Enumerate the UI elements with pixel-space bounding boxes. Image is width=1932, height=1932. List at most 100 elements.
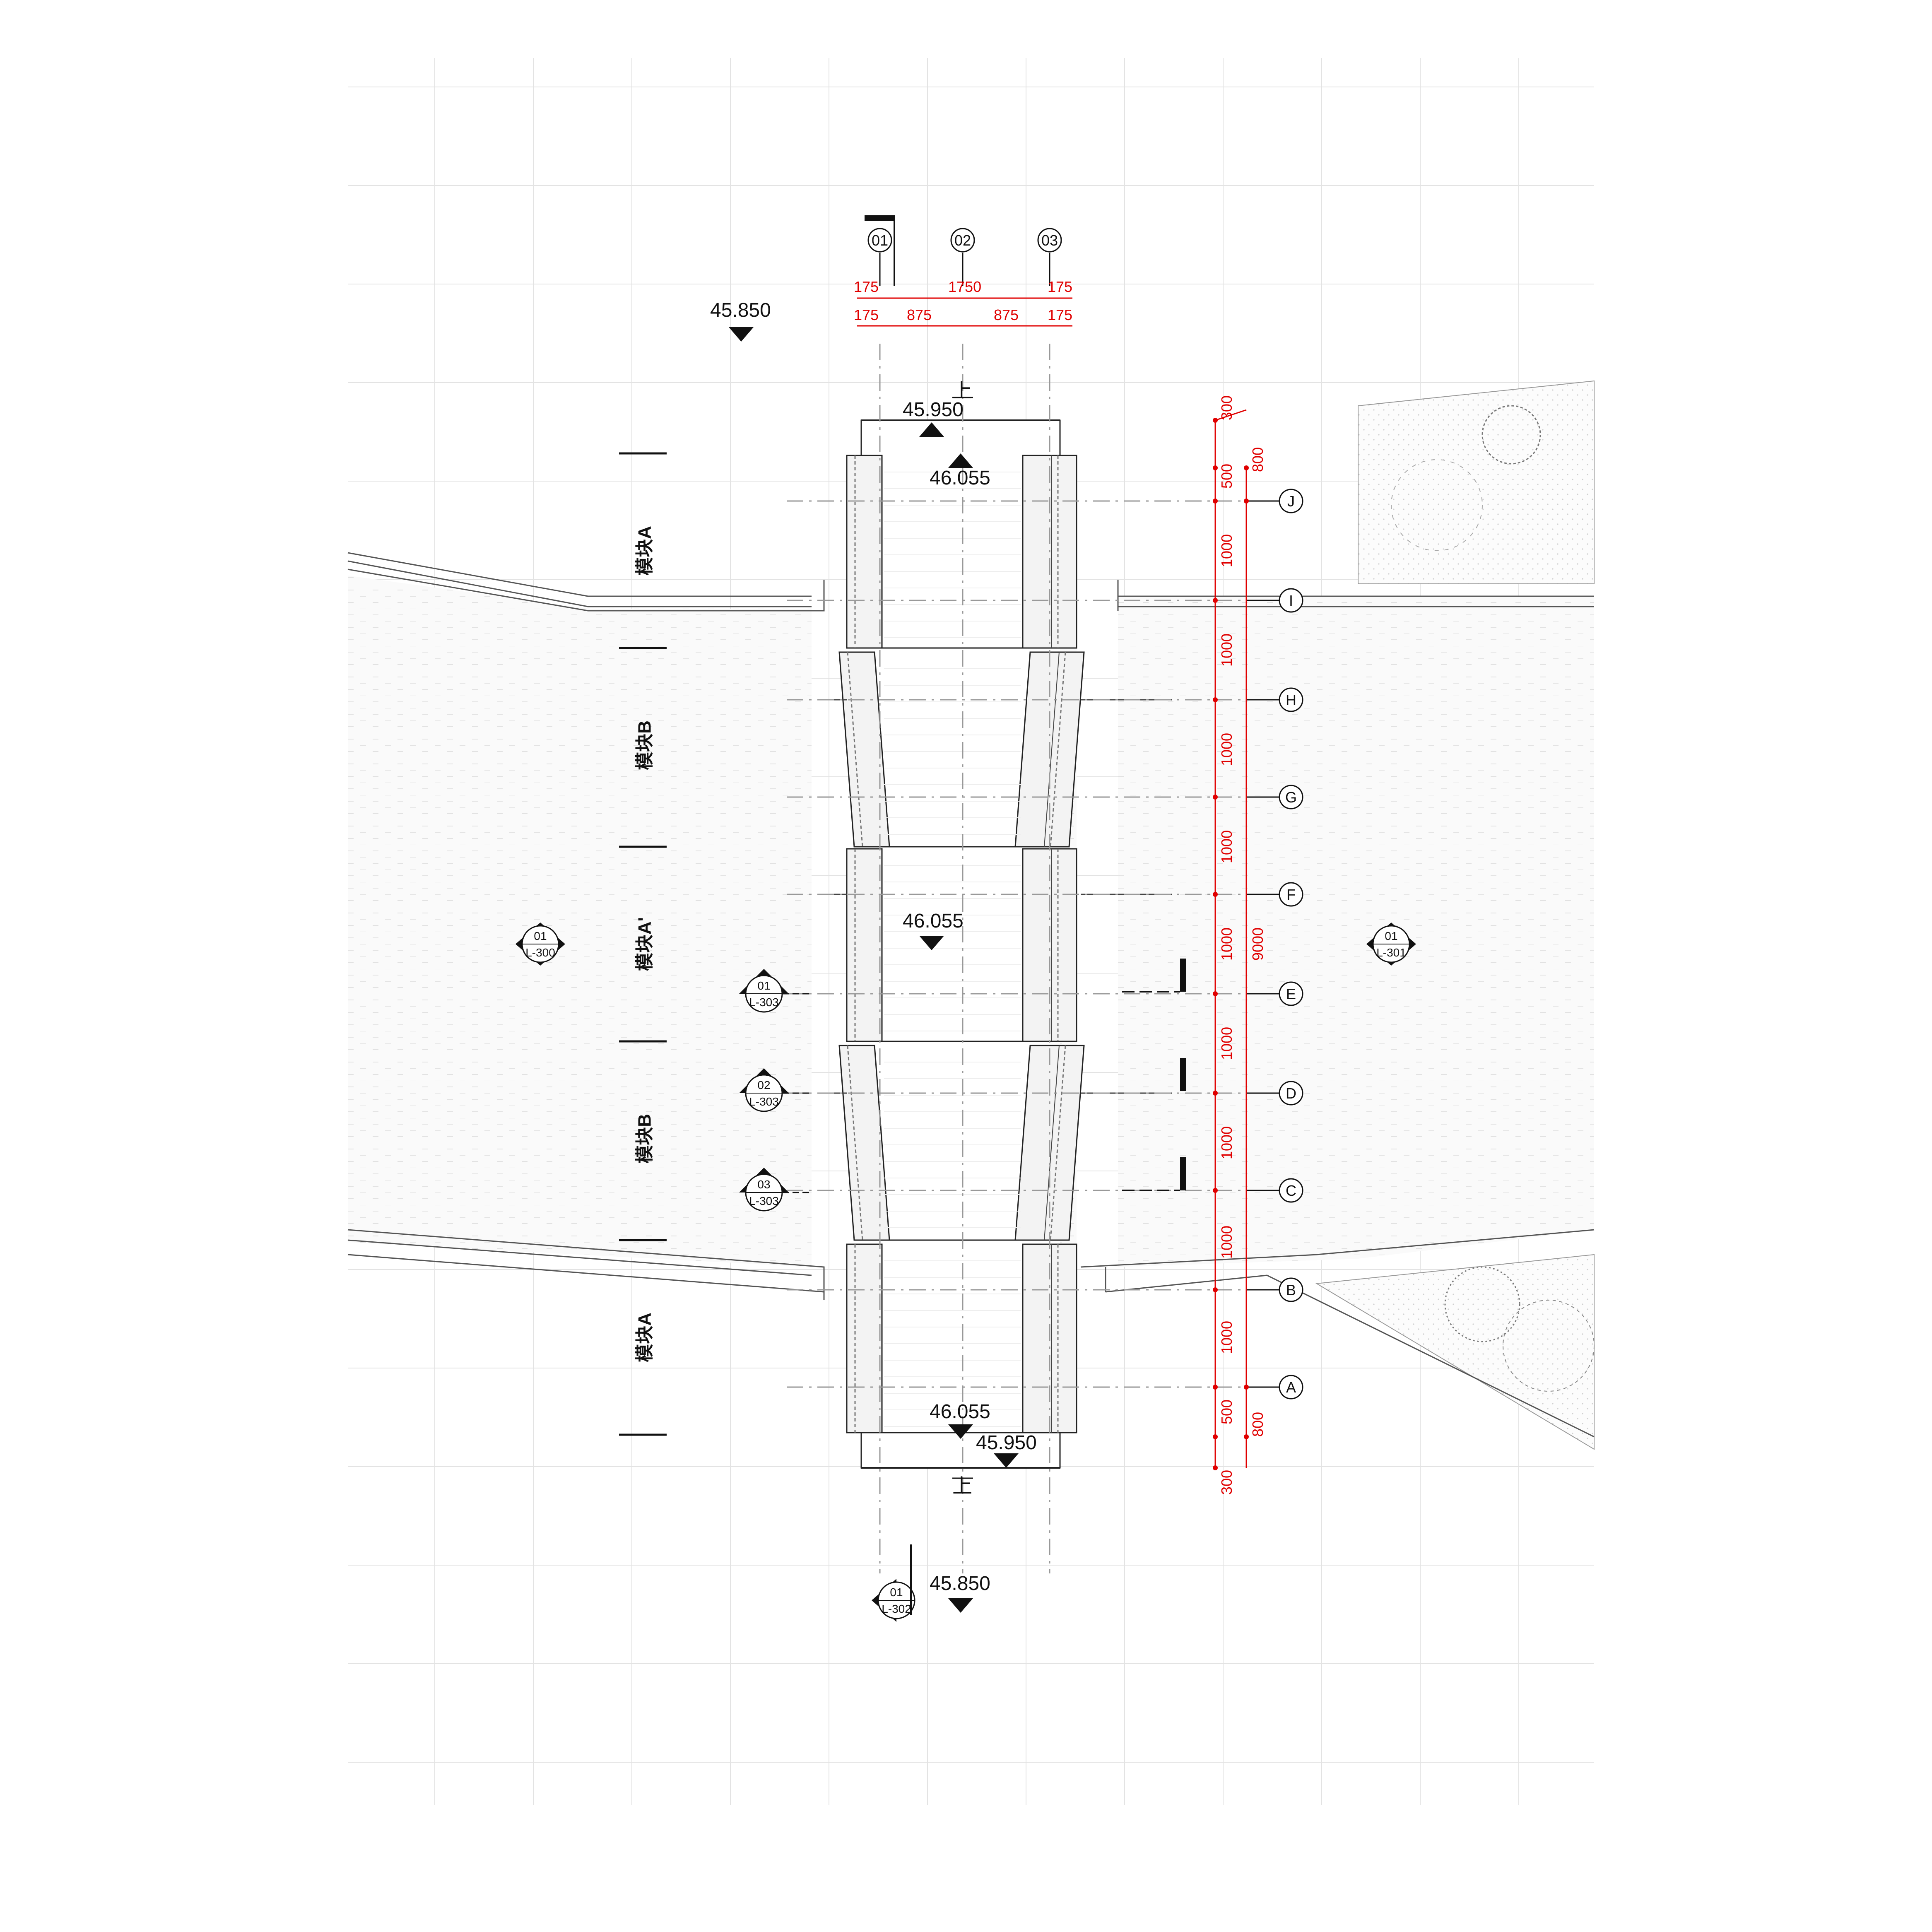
dim-tick: [1244, 1385, 1249, 1390]
section-number: 01: [757, 979, 770, 992]
section-mark-l303-02: 02L-303: [739, 1068, 789, 1112]
dim-tick: [1213, 598, 1218, 603]
section-number: 03: [757, 1178, 770, 1191]
axis-bubble: [1279, 489, 1303, 513]
dim-right-inner: 1000: [1218, 634, 1235, 667]
axis-bubble: [1279, 785, 1303, 809]
module-label: 模块A: [635, 1313, 655, 1362]
dim-tick: [1213, 892, 1218, 897]
level-top-outer: 45.850: [710, 299, 771, 321]
up-markers: 上 上: [952, 380, 973, 1497]
right-rail-texture: [1050, 652, 1066, 847]
bridge-module: [846, 848, 1077, 1042]
dim-top-r2-0: 175: [854, 306, 879, 323]
dim-tick: [1244, 465, 1249, 470]
column-axis-01: 01: [872, 232, 888, 249]
dim-right-inner: 300: [1218, 395, 1235, 420]
section-cut-flags: [865, 215, 1186, 1615]
dim-right-outer: 800: [1249, 1412, 1266, 1437]
top-dimensions: 175 1750 175 175 875 875 175: [854, 278, 1072, 327]
left-rail: [846, 848, 883, 1042]
dim-right-inner: 1000: [1218, 1126, 1235, 1159]
section-mark-l302: 01L-302: [872, 1579, 915, 1622]
right-dimensions: 3005001000100010001000100010001000100010…: [1213, 395, 1266, 1495]
right-rail-inner: [1044, 652, 1060, 847]
right-rail-inner: [1044, 1045, 1060, 1241]
section-number: 01: [1385, 930, 1397, 942]
dim-right-inner: 300: [1218, 1470, 1235, 1495]
row-axis-H: H: [1286, 691, 1296, 708]
row-axis-C: C: [1286, 1182, 1296, 1199]
level-center: 46.055: [903, 910, 964, 932]
axis-bubble: [1037, 228, 1062, 253]
column-axis-labels: 01 02 03: [867, 228, 1062, 286]
axis-bubble: [1279, 882, 1303, 907]
dim-tick: [1213, 1091, 1218, 1096]
dim-tick: [1244, 1434, 1249, 1439]
section-mark-l303-01: 01L-303: [739, 969, 789, 1013]
dim-tick: [1213, 1188, 1218, 1193]
dim-tick: [1244, 499, 1249, 503]
left-rail: [846, 455, 883, 649]
left-rail-texture: [847, 1045, 863, 1241]
dim-right-inner: 500: [1218, 1400, 1235, 1424]
section-ref: L-303: [749, 1195, 779, 1207]
module-label: 模块A': [635, 917, 655, 971]
section-number: 01: [534, 930, 547, 942]
dim-tick: [1213, 697, 1218, 702]
module-markers: 模块A 模块B 模块A' 模块B 模块A: [619, 452, 667, 1436]
section-mark-l303-03: 03L-303: [739, 1168, 789, 1212]
section-number: 02: [757, 1079, 770, 1091]
column-axis-03: 03: [1041, 232, 1058, 249]
dim-tick: [1213, 1385, 1218, 1390]
axis-bubble: [1279, 1375, 1303, 1400]
dim-right-inner: 500: [1218, 464, 1235, 489]
row-axis-J: J: [1287, 493, 1295, 510]
level-bottom-outer: 45.850: [930, 1573, 990, 1595]
left-rail: [846, 1243, 883, 1433]
axis-bubble: [1279, 687, 1303, 712]
section-marks: 01L-30001L-30101L-30201L-30302L-30303L-3…: [516, 923, 1416, 1622]
dim-tick: [1213, 1287, 1218, 1292]
dim-right-inner: 1000: [1218, 1226, 1235, 1259]
planting-area-bottom: [1315, 1254, 1595, 1450]
left-rail-texture: [847, 652, 863, 847]
dim-top-r1-1: 1750: [948, 278, 981, 295]
up-label-top: 上: [952, 380, 972, 402]
dim-top-r2-2: 875: [994, 306, 1019, 323]
dim-tick: [1213, 465, 1218, 470]
section-ref: L-303: [749, 996, 779, 1009]
dim-top-r2-1: 875: [907, 306, 932, 323]
axis-lines: [787, 344, 1279, 1573]
axis-bubble: [1279, 1178, 1303, 1203]
row-axis-B: B: [1286, 1282, 1296, 1298]
level-top-step: 45.950: [903, 399, 964, 421]
level-bottom-step: 45.950: [976, 1432, 1037, 1454]
riverbank-edges: [347, 552, 1595, 1438]
planting-area-top: [1358, 380, 1595, 584]
bridge-structure: [820, 419, 1172, 1469]
section-ref: L-303: [749, 1095, 779, 1108]
section-mark-l300: 01L-300: [516, 923, 565, 966]
row-axis-A: A: [1286, 1379, 1296, 1396]
row-axis-D: D: [1286, 1085, 1296, 1102]
column-axis-02: 02: [954, 232, 971, 249]
module-label: 模块B: [635, 720, 655, 770]
up-label-bottom: 上: [952, 1475, 972, 1497]
level-bottom-deck: 46.055: [930, 1401, 990, 1423]
module-label: 模块A: [635, 526, 655, 576]
module-label: 模块B: [635, 1114, 655, 1164]
section-ref: L-300: [525, 946, 555, 959]
row-axis-E: E: [1286, 985, 1296, 1002]
axis-bubble: [1279, 1277, 1303, 1302]
axis-bubble: [1279, 588, 1303, 613]
row-axis-I: I: [1289, 592, 1293, 609]
dim-top-r1-0: 175: [854, 278, 879, 295]
dim-right-inner: 1000: [1218, 927, 1235, 961]
axis-bubble: [950, 228, 975, 253]
level-markers: 45.850 45.950 46.055 46.055 46.055 45.95…: [710, 299, 1037, 1613]
dim-tick: [1213, 795, 1218, 800]
axis-bubble: [1279, 981, 1303, 1006]
